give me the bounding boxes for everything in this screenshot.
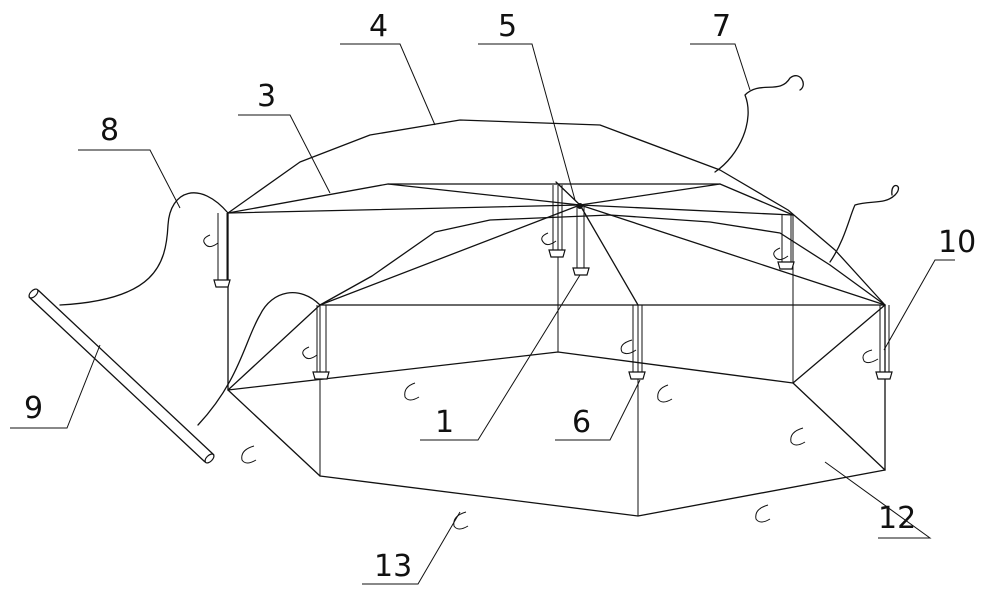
rafter-5: [579, 204, 886, 306]
spray-mist: [203, 232, 879, 530]
nozzle-icon: [875, 371, 893, 380]
nozzle-icon: [572, 267, 590, 276]
supply-pipe: [28, 288, 215, 464]
nozzle-icon: [628, 371, 646, 380]
label-10: 10: [938, 225, 976, 260]
label-4: 4: [369, 9, 388, 44]
apex-hub: [577, 203, 583, 209]
hose-8: [59, 192, 229, 306]
rafter-2: [387, 183, 581, 206]
rafter-4: [579, 204, 794, 216]
mist-icon: [755, 504, 771, 523]
label-6: 6: [572, 405, 591, 440]
bottom-ring: [319, 469, 886, 517]
label-3: 3: [257, 79, 276, 114]
edge-right-lower: [792, 382, 886, 471]
label-13: 13: [374, 549, 412, 584]
label-8: 8: [100, 113, 119, 148]
label-12: 12: [878, 501, 916, 536]
label-9: 9: [24, 391, 43, 426]
leader-1: [420, 274, 581, 441]
label-7: 7: [712, 9, 731, 44]
top-ring: [227, 304, 886, 391]
leader-4: [340, 43, 436, 126]
mist-icon: [241, 445, 257, 464]
mist-icon: [790, 427, 806, 446]
roof-dome-outer: [227, 119, 886, 306]
apex-mast: [555, 181, 581, 206]
nozzle-icon: [548, 249, 566, 258]
nozzle-icon: [213, 279, 231, 288]
hose-front-left: [197, 292, 321, 426]
mist-icon: [620, 339, 637, 355]
leader-6: [555, 379, 641, 441]
mist-icon: [302, 346, 318, 360]
leader-10: [883, 259, 955, 351]
mist-icon: [773, 247, 789, 261]
hose-7: [714, 75, 804, 173]
base-prism: [227, 185, 886, 517]
leader-5: [478, 43, 576, 201]
part-labels: 4 3 8 5 7 10 9 1 6 12 13: [24, 9, 976, 584]
leader-lines: [10, 43, 955, 585]
edge-left-lower: [227, 389, 321, 477]
nozzle-icon: [777, 261, 795, 270]
roof-dome-inner: [319, 214, 886, 306]
mist-icon: [453, 511, 469, 530]
roof-frame: [227, 119, 886, 306]
spray-nozzles: [213, 185, 893, 380]
rafter-6: [579, 204, 639, 306]
mist-icon: [862, 349, 879, 364]
hoses: [59, 75, 900, 426]
mist-icon: [541, 232, 557, 246]
leader-7: [690, 43, 751, 91]
nozzle-icon: [312, 371, 330, 380]
rafter-3: [579, 183, 721, 206]
rafter-7: [319, 204, 581, 306]
leader-9: [10, 344, 101, 429]
label-5: 5: [498, 9, 517, 44]
leader-12: [824, 461, 932, 539]
rafter-1: [227, 204, 581, 214]
mist-icon: [203, 234, 219, 248]
label-1: 1: [435, 405, 454, 440]
roof-back: [227, 183, 794, 216]
leader-3: [238, 114, 331, 194]
leader-13: [362, 511, 461, 585]
mist-icon: [404, 382, 420, 401]
mist-icon: [657, 384, 673, 403]
leader-8: [78, 149, 181, 209]
hose-right: [829, 184, 900, 263]
